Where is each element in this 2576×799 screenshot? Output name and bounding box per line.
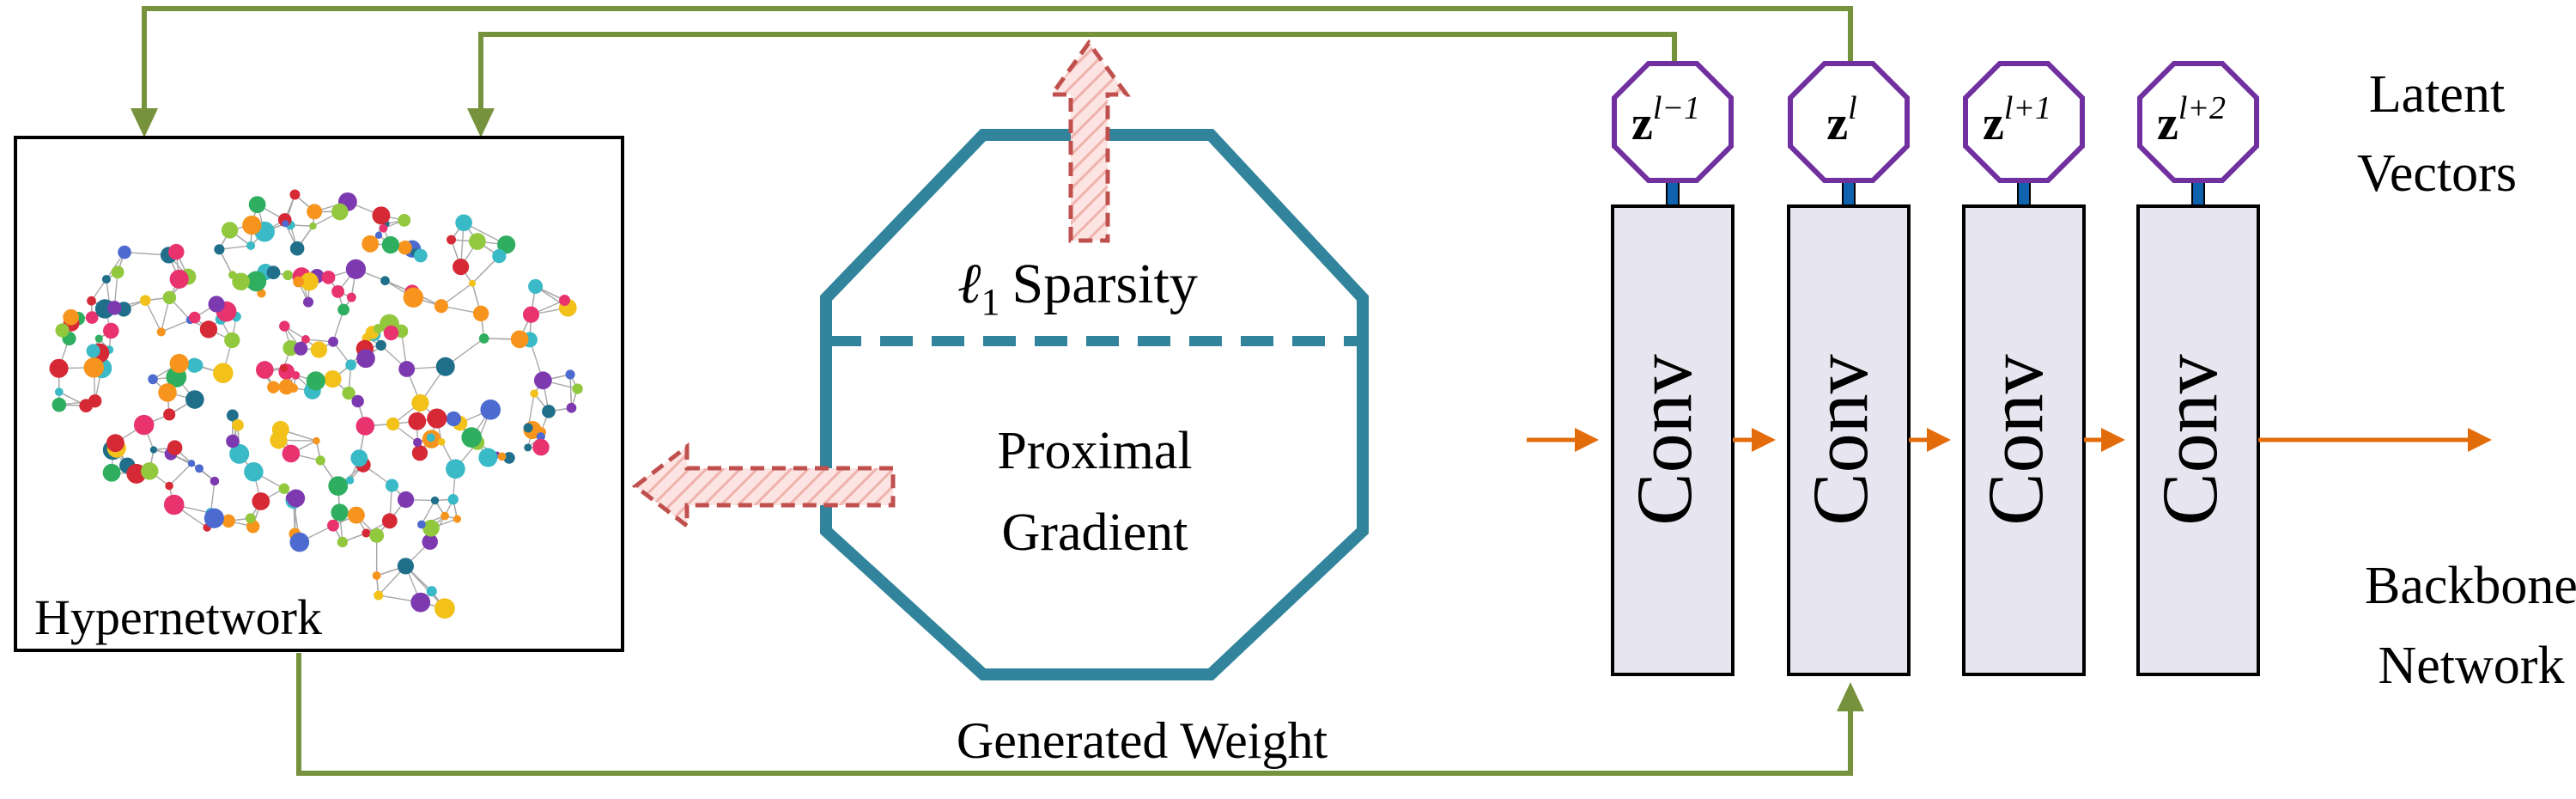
backbone-title-line1: Backbone	[2365, 557, 2576, 615]
conv-layer-label: Conv	[1620, 354, 1708, 525]
conv-layer-label: Conv	[1796, 354, 1884, 525]
backbone-flow-arrowhead	[2468, 428, 2492, 452]
latent-vector-octagon	[2137, 61, 2259, 183]
sparsity-word: Sparsity	[1012, 253, 1198, 315]
sparsity-symbol: ℓ	[957, 253, 981, 315]
gradient-label-line1: Proximal	[997, 422, 1192, 480]
conv-layer-label: Conv	[2146, 354, 2233, 525]
conv-layer-block	[1962, 204, 2086, 676]
inner-feedback-line	[478, 32, 1677, 113]
generated-weight-arrowhead	[1837, 682, 1864, 711]
generated-weight-line	[296, 653, 1853, 776]
conv-layer-block	[1787, 204, 1911, 676]
latent-vector-label: zl	[1826, 90, 1856, 150]
proximal-octagon	[820, 129, 1369, 680]
latent-connector	[2191, 178, 2205, 209]
latent-connector	[1842, 178, 1856, 209]
conv-layer-block	[1611, 204, 1735, 676]
sparsity-up-arrow	[1048, 39, 1131, 243]
outer-feedback-arrowhead	[131, 108, 158, 137]
outer-feedback-line	[142, 6, 1853, 113]
sparsity-subscript: 1	[981, 281, 1000, 323]
latent-vector-octagon	[1612, 61, 1734, 183]
backbone-flow-arrowhead	[2101, 428, 2125, 452]
latent-connector	[1666, 178, 1680, 209]
sparsity-label: ℓ1 Sparsity	[957, 253, 1198, 323]
latent-vector-label: zl+1	[1983, 90, 2051, 150]
gradient-label-line2: Gradient	[1002, 503, 1188, 562]
latent-connector	[2017, 178, 2031, 209]
brain-network-icon	[49, 189, 583, 619]
backbone-flow-arrowhead	[1752, 428, 1776, 452]
hypernetwork-label: Hypernetwork	[34, 589, 322, 645]
backbone-flow-arrowhead	[1575, 428, 1599, 452]
generated-weight-label: Generated Weight	[957, 712, 1328, 769]
gradient-left-arrow	[631, 442, 896, 531]
conv-layer-block	[2136, 204, 2260, 676]
latent-vectors-title-line1: Latent	[2369, 65, 2505, 124]
inner-feedback-arrowhead	[467, 108, 495, 137]
conv-layer-label: Conv	[1971, 354, 2059, 525]
brain-network-nodes	[49, 189, 583, 619]
backbone-flow-arrowhead	[1927, 428, 1951, 452]
latent-vector-octagon	[1788, 61, 1910, 183]
latent-vectors-title-line2: Vectors	[2357, 144, 2517, 203]
latent-vector-octagon	[1963, 61, 2085, 183]
latent-vector-label: zl+2	[2157, 90, 2226, 150]
feedback-loops	[142, 6, 1853, 776]
latent-vector-label: zl−1	[1631, 90, 1700, 150]
backbone-title-line2: Network	[2379, 637, 2565, 695]
